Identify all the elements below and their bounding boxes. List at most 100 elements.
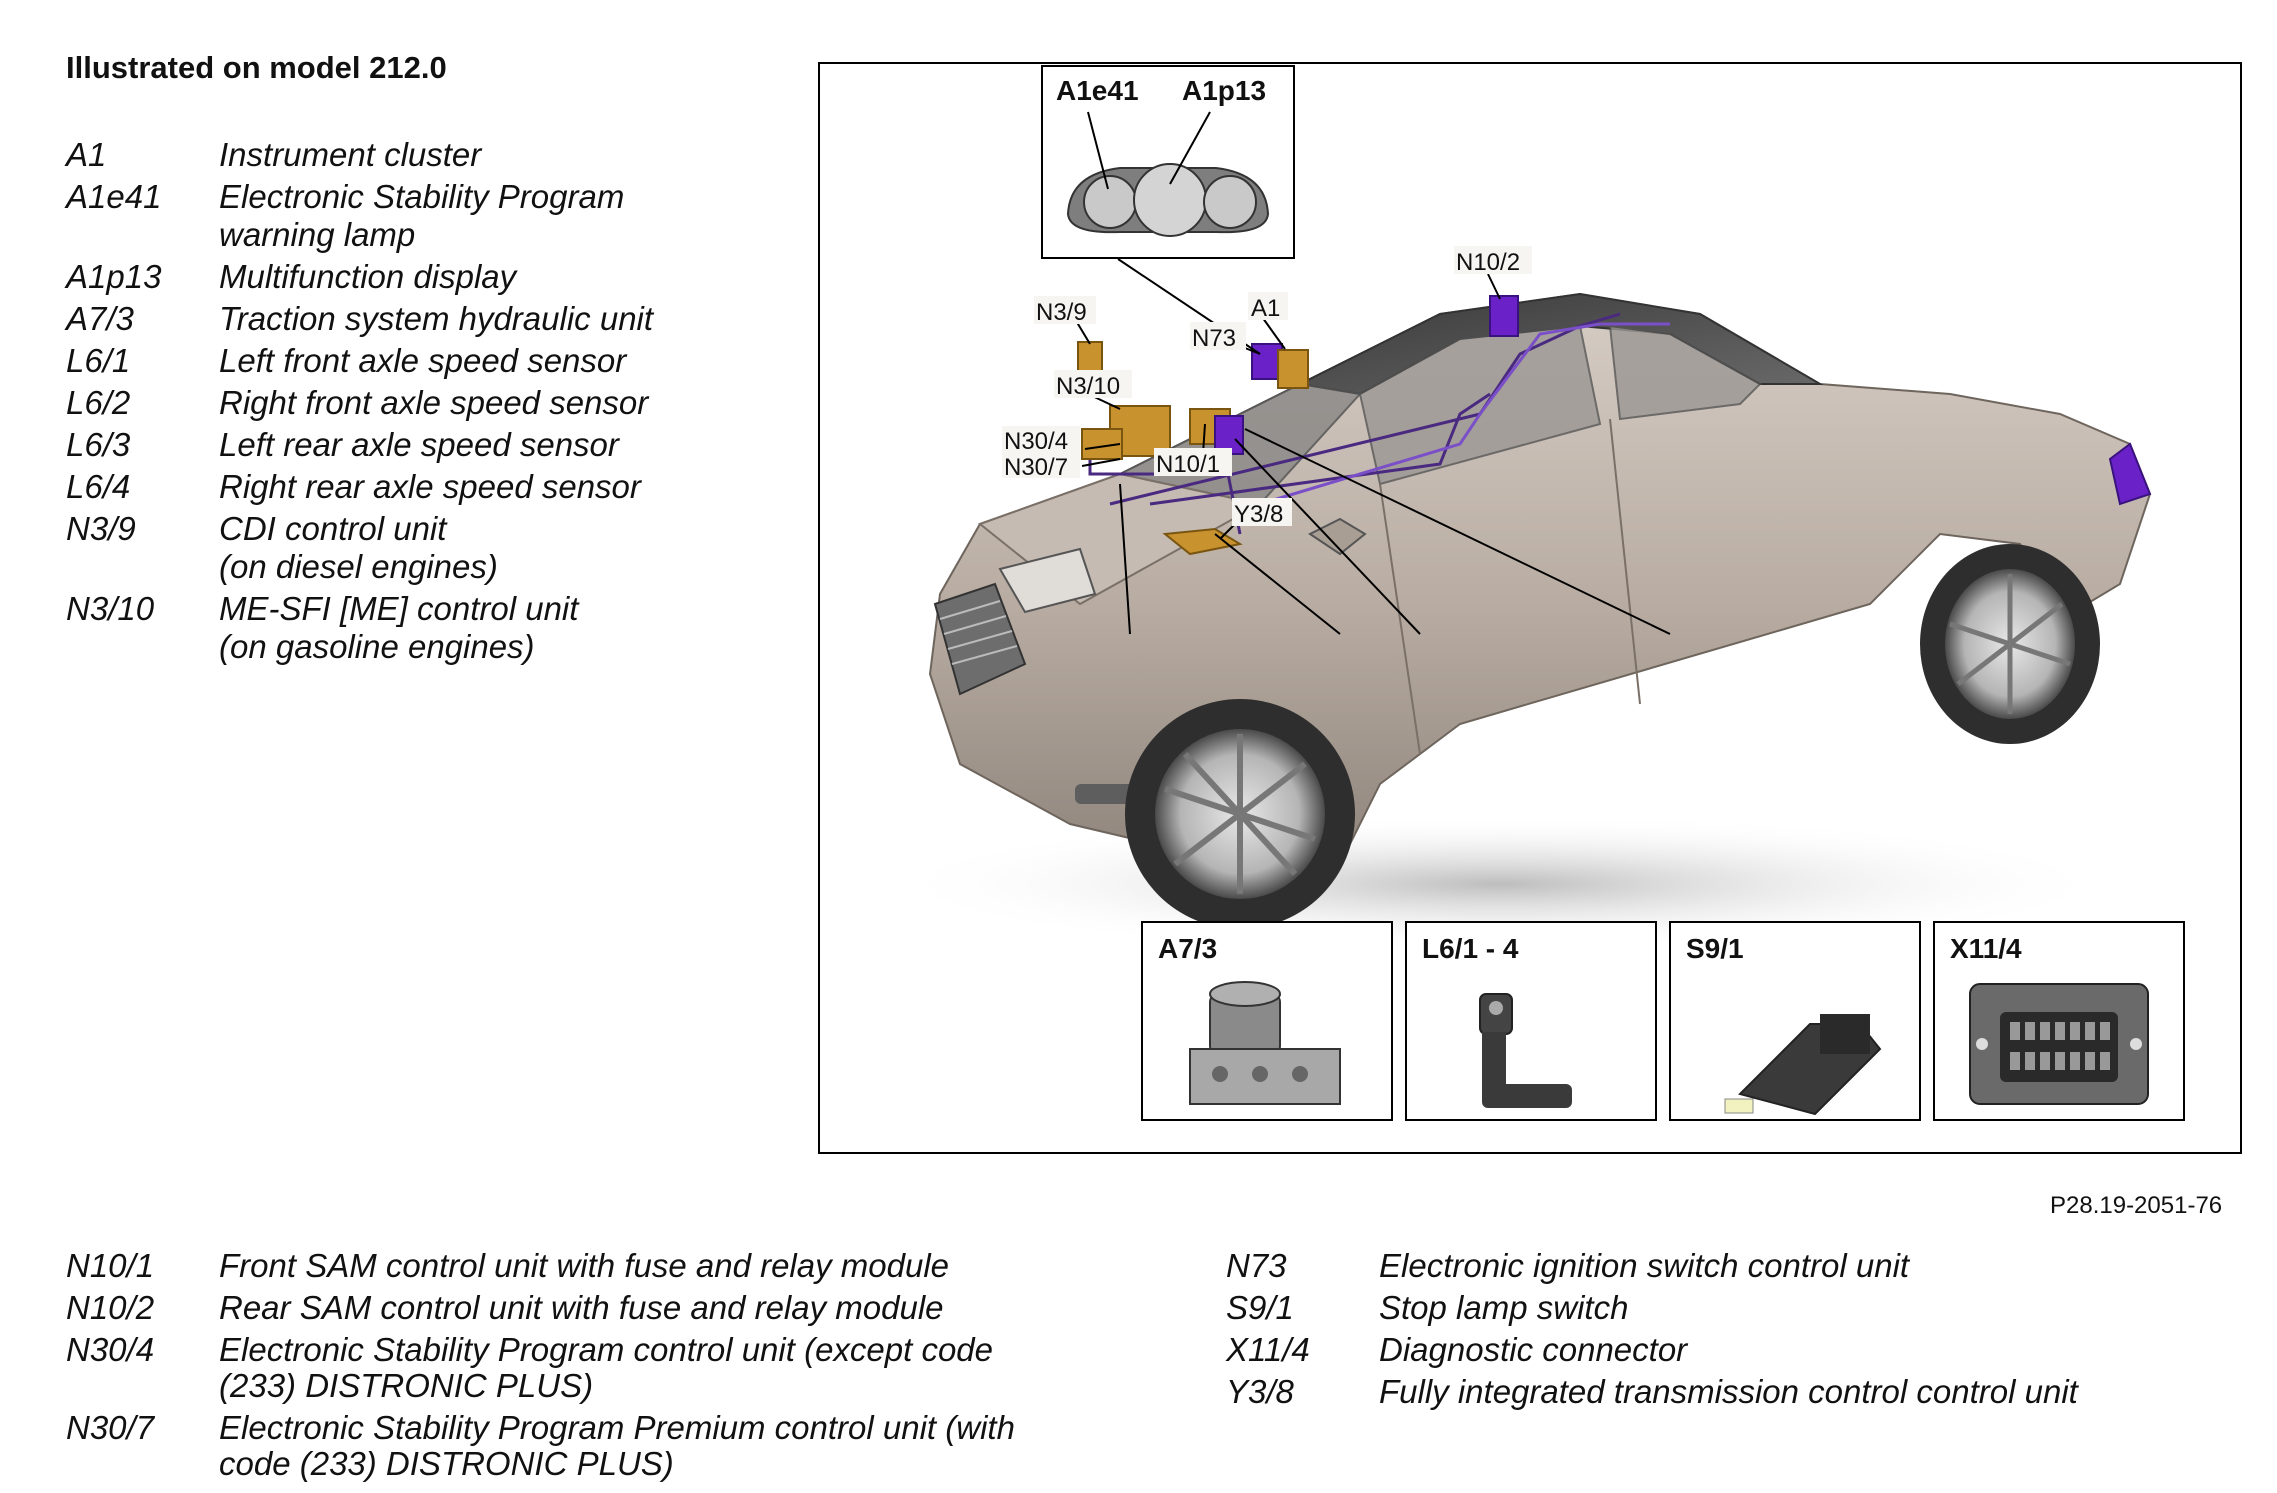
y3-8-unit xyxy=(1162,527,1243,556)
legend-description: CDI control unit(on diesel engines) xyxy=(219,508,498,588)
vehicle-diagram: A1e41 A1p13 N3/9 N3/10 N30/4 N30/7 N73 A… xyxy=(818,62,2242,1154)
legend-description-line: Left front axle speed sensor xyxy=(219,342,627,379)
legend-item: N30/4 Electronic Stability Program contro… xyxy=(66,1329,1066,1407)
legend-code: L6/3 xyxy=(66,426,131,463)
legend-code: N10/1 xyxy=(66,1247,155,1284)
legend-description-line: Right front axle speed sensor xyxy=(219,384,649,421)
legend-description: Stop lamp switch xyxy=(1379,1287,1628,1329)
legend-item: A7/3 Traction system hydraulic unit xyxy=(66,298,706,340)
box-title-a7-3: A7/3 xyxy=(1158,933,1217,964)
legend-description: Left rear axle speed sensor xyxy=(219,424,619,466)
legend-code: A1 xyxy=(66,136,107,173)
legend-description-line: Front SAM control unit with fuse and rel… xyxy=(219,1247,950,1284)
inset-label-a1e41: A1e41 xyxy=(1056,75,1139,106)
a1-unit xyxy=(1277,349,1309,389)
callout-y3-8: Y3/8 xyxy=(1234,501,1283,528)
callout-a1: A1 xyxy=(1251,295,1280,322)
legend-description: Electronic Stability Program Premium con… xyxy=(219,1407,1049,1485)
legend-item: N3/9 CDI control unit(on diesel engines) xyxy=(66,508,706,588)
instrument-cluster-inset: A1e41 A1p13 xyxy=(1041,65,1295,259)
callout-n3-10: N3/10 xyxy=(1056,373,1120,400)
legend-description: Electronic Stability Program control uni… xyxy=(219,1329,1049,1407)
legend-description: ME-SFI [ME] control unit(on gasoline eng… xyxy=(219,588,578,668)
legend-description-line: Stop lamp switch xyxy=(1379,1289,1629,1326)
callout-n30-7: N30/7 xyxy=(1004,454,1068,481)
legend-code: N3/10 xyxy=(66,590,155,627)
vehicle-diagram-svg: A1e41 A1p13 N3/9 N3/10 N30/4 N30/7 N73 A… xyxy=(880,65,2185,1121)
callout-labels: N3/9 N3/10 N30/4 N30/7 N73 A1 N10/1 Y3/8… xyxy=(1002,246,1532,528)
legend-description-line: Multifunction display xyxy=(219,258,517,295)
legend-description: Multifunction display xyxy=(219,256,516,298)
box-title-s9-1: S9/1 xyxy=(1686,933,1744,964)
legend-code: N10/2 xyxy=(66,1289,155,1326)
legend-code: N73 xyxy=(1226,1247,1287,1284)
legend-description-line: (on gasoline engines) xyxy=(219,628,535,665)
legend-description: Diagnostic connector xyxy=(1379,1329,1687,1371)
legend-description-line: ME-SFI [ME] control unit xyxy=(219,590,579,627)
legend-description-line: Instrument cluster xyxy=(219,136,482,173)
legend-code: N30/7 xyxy=(66,1409,155,1446)
legend-description: Left front axle speed sensor xyxy=(219,340,626,382)
legend-description-line: Electronic Stability Program Premium con… xyxy=(219,1409,1015,1446)
legend-description: Rear SAM control unit with fuse and rela… xyxy=(219,1287,1049,1329)
legend-description-line: Left rear axle speed sensor xyxy=(219,426,619,463)
callout-n10-2: N10/2 xyxy=(1456,249,1520,276)
legend-code: L6/4 xyxy=(66,468,131,505)
legend-code: N3/9 xyxy=(66,510,136,547)
legend-description: Traction system hydraulic unit xyxy=(219,298,653,340)
legend-code: A1p13 xyxy=(66,258,162,295)
legend-item: L6/2 Right front axle speed sensor xyxy=(66,382,706,424)
legend-item: Y3/8 Fully integrated transmission contro… xyxy=(1226,1371,2226,1413)
box-title-x11-4: X11/4 xyxy=(1950,933,2022,964)
callout-n30-4: N30/4 xyxy=(1004,428,1068,455)
component-box-s9-1: S9/1 xyxy=(1669,921,1921,1121)
legend-item: N3/10 ME-SFI [ME] control unit(on gasolin… xyxy=(66,588,706,668)
legend-description-line: Electronic ignition switch control unit xyxy=(1379,1247,1910,1284)
callout-n73: N73 xyxy=(1192,325,1236,352)
legend-list-bottom-left: N10/1 Front SAM control unit with fuse an… xyxy=(66,1245,1066,1485)
page-title: Illustrated on model 212.0 xyxy=(66,50,447,85)
legend-description-line: (on diesel engines) xyxy=(219,548,498,585)
legend-code: Y3/8 xyxy=(1226,1373,1294,1410)
legend-item: N10/1 Front SAM control unit with fuse an… xyxy=(66,1245,1066,1287)
legend-code: A7/3 xyxy=(66,300,134,337)
legend-description-line: Electronic Stability Program xyxy=(219,178,625,215)
legend-description-line: Electronic Stability Program control uni… xyxy=(219,1331,994,1368)
legend-description: Electronic ignition switch control unit xyxy=(1379,1245,1909,1287)
legend-description-line: Diagnostic connector xyxy=(1379,1331,1688,1368)
legend-description-line: (233) DISTRONIC PLUS) xyxy=(219,1367,594,1404)
box-title-l6: L6/1 - 4 xyxy=(1422,933,1519,964)
figure-id: P28.19-2051-76 xyxy=(2050,1192,2223,1219)
legend-code: N30/4 xyxy=(66,1331,155,1368)
legend-code: L6/1 xyxy=(66,342,131,379)
fog-light xyxy=(1075,784,1135,804)
legend-description-line: CDI control unit xyxy=(219,510,447,547)
legend-item: S9/1 Stop lamp switch xyxy=(1226,1287,2226,1329)
legend-item: L6/1 Left front axle speed sensor xyxy=(66,340,706,382)
legend-item: A1 Instrument cluster xyxy=(66,134,706,176)
leader-lines xyxy=(1074,258,1671,635)
legend-code: S9/1 xyxy=(1226,1289,1294,1326)
legend-code: A1e41 xyxy=(66,178,162,215)
legend-list-bottom-right: N73 Electronic ignition switch control un… xyxy=(1226,1245,2226,1413)
legend-item: N73 Electronic ignition switch control un… xyxy=(1226,1245,2226,1287)
legend-description-line: Fully integrated transmission control co… xyxy=(1379,1373,2078,1410)
legend-description-line: warning lamp xyxy=(219,216,416,253)
component-box-l6: L6/1 - 4 xyxy=(1405,921,1657,1121)
legend-item: A1p13 Multifunction display xyxy=(66,256,706,298)
legend-description: Right front axle speed sensor xyxy=(219,382,648,424)
callout-n3-9: N3/9 xyxy=(1036,299,1087,326)
legend-description: Fully integrated transmission control co… xyxy=(1379,1371,2078,1413)
legend-item: L6/4 Right rear axle speed sensor xyxy=(66,466,706,508)
legend-description-line: Rear SAM control unit with fuse and rela… xyxy=(219,1289,944,1326)
component-box-x11-4: X11/4 xyxy=(1933,921,2185,1121)
legend-description: Front SAM control unit with fuse and rel… xyxy=(219,1245,1049,1287)
legend-description-line: Traction system hydraulic unit xyxy=(219,300,654,337)
legend-description: Right rear axle speed sensor xyxy=(219,466,641,508)
legend-code: L6/2 xyxy=(66,384,131,421)
legend-description-line: Right rear axle speed sensor xyxy=(219,468,641,505)
legend-description: Instrument cluster xyxy=(219,134,481,176)
